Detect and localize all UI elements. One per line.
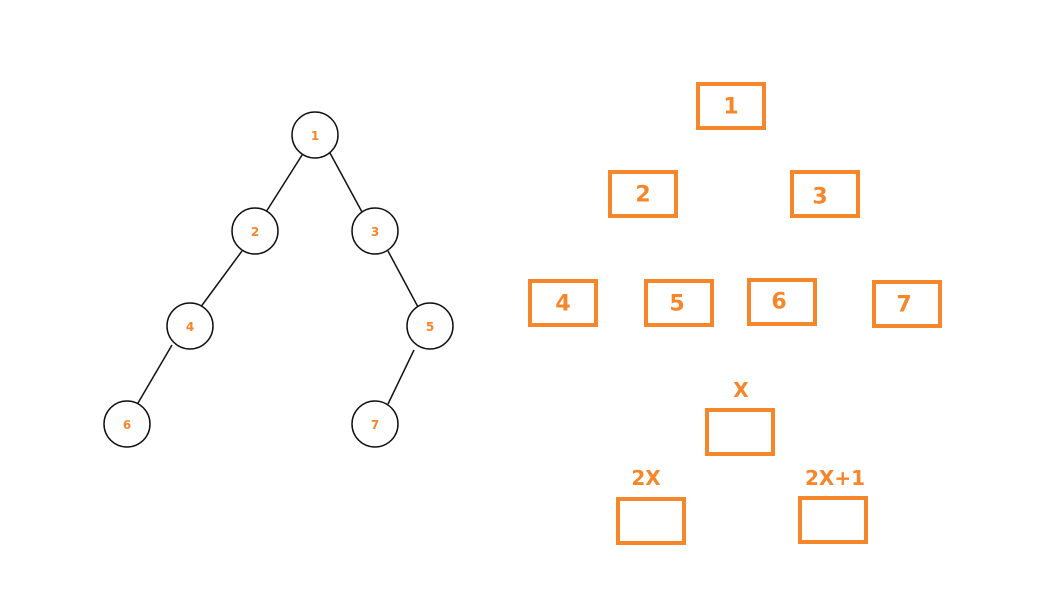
array-box-rect (608, 170, 678, 218)
tree-node-circle (166, 302, 214, 350)
array-box-label: 2 (635, 183, 650, 208)
binary-tree: 1 2 3 4 5 6 7 (103, 111, 454, 448)
array-box-rect (872, 280, 942, 328)
array-box-rect (528, 279, 598, 327)
right-child-box (798, 496, 868, 544)
array-box-label: 4 (555, 292, 570, 317)
index-formula: X 2X 2X+1 (616, 378, 868, 545)
tree-node: 6 (103, 400, 151, 448)
array-box: 1 (696, 82, 766, 130)
tree-node-circle (406, 302, 454, 350)
array-box-rect (790, 170, 860, 218)
tree-node-label: 6 (123, 418, 131, 432)
array-box: 7 (872, 280, 942, 328)
array-box: 2 (608, 170, 678, 218)
tree-edge-5-7 (387, 349, 415, 405)
tree-edge-3-5 (387, 250, 419, 308)
tree-edge-4-6 (137, 344, 173, 404)
tree-node-label: 5 (426, 320, 434, 334)
tree-node: 5 (406, 302, 454, 350)
array-box-label: 6 (771, 290, 786, 315)
tree-node: 1 (291, 111, 339, 159)
array-box-rect (644, 279, 714, 327)
tree-edge-1-2 (265, 151, 305, 213)
tree-node-label: 1 (311, 129, 319, 143)
array-box-label: 1 (723, 95, 738, 120)
array-box-label: 3 (812, 185, 827, 210)
tree-node-label: 3 (371, 225, 379, 239)
tree-node-circle (103, 400, 151, 448)
tree-node-circle (351, 207, 399, 255)
left-child-box (616, 497, 686, 545)
array-box: 5 (644, 279, 714, 327)
parent-formula-label: X (733, 378, 749, 402)
tree-node-label: 4 (186, 320, 194, 334)
left-child-formula-label: 2X (631, 466, 661, 490)
tree-node-label: 7 (371, 418, 379, 432)
tree-node-circle (231, 207, 279, 255)
tree-node: 4 (166, 302, 214, 350)
right-child-formula-label: 2X+1 (805, 466, 865, 490)
array-box-label: 7 (896, 293, 911, 318)
parent-box (705, 408, 775, 456)
tree-node-label: 2 (251, 225, 259, 239)
tree-node-circle (351, 400, 399, 448)
tree-node: 2 (231, 207, 279, 255)
array-box-rect (747, 278, 817, 326)
tree-node: 7 (351, 400, 399, 448)
array-box: 3 (790, 170, 860, 218)
array-boxes: 1 2 3 4 5 6 (528, 82, 942, 328)
tree-node: 3 (351, 207, 399, 255)
tree-node-circle (291, 111, 339, 159)
array-box-label: 5 (669, 292, 684, 317)
array-box: 6 (747, 278, 817, 326)
array-box-rect (696, 82, 766, 130)
tree-edge-2-4 (199, 250, 243, 309)
tree-edge-1-3 (329, 152, 363, 213)
array-box: 4 (528, 279, 598, 327)
